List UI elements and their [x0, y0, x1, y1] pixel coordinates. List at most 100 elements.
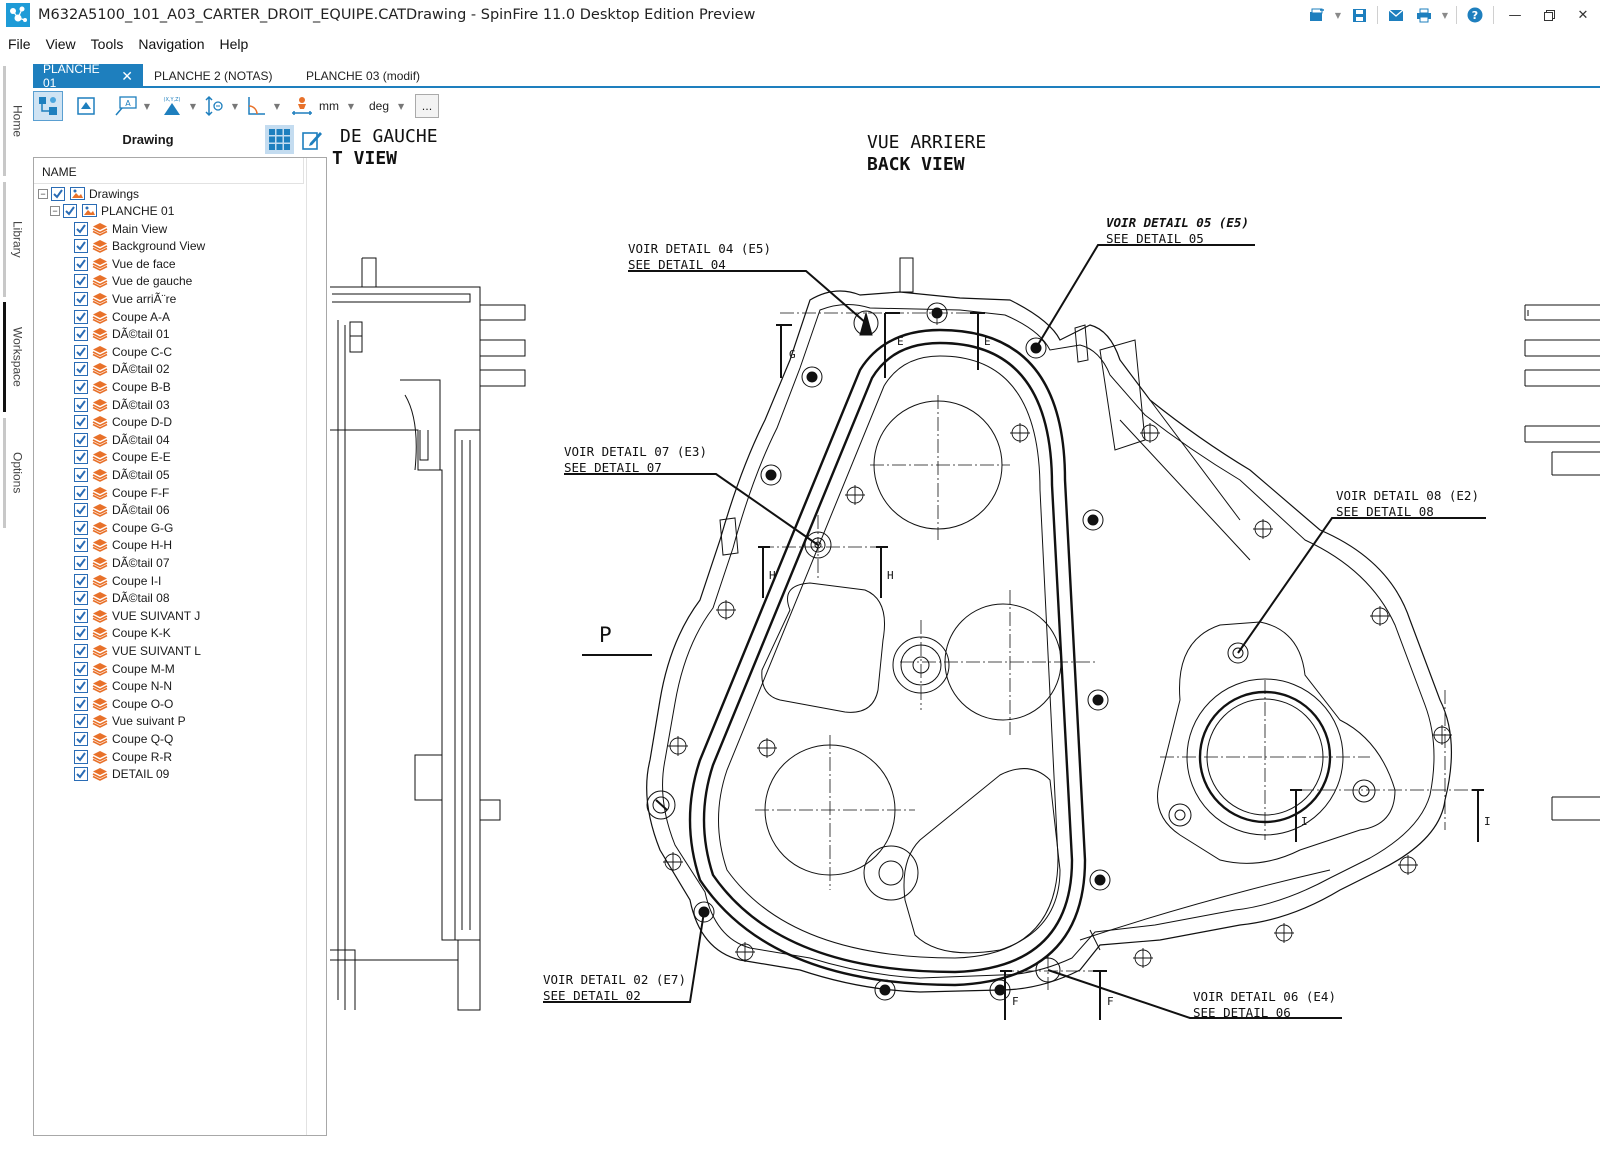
menu-view[interactable]: View [45, 36, 76, 52]
close-tab-icon[interactable]: ✕ [121, 67, 133, 84]
tab-planche-01[interactable]: PLANCHE 01 ✕ [33, 62, 143, 90]
tree-item-view[interactable]: DÃ©tail 06 [74, 502, 170, 519]
email-icon[interactable] [1382, 0, 1410, 30]
open-dropdown-chevron-icon[interactable]: ▼ [1334, 10, 1342, 20]
tree-item-view[interactable]: Coupe I-I [74, 572, 161, 589]
tab-planche-2-notas[interactable]: PLANCHE 2 (NOTAS) [154, 69, 273, 83]
checkbox[interactable] [74, 485, 88, 500]
restore-icon[interactable] [1532, 0, 1566, 30]
tree-column-header[interactable]: NAME [34, 158, 304, 184]
checkbox[interactable] [74, 327, 88, 342]
side-tab-options[interactable]: Options [3, 418, 29, 528]
tree-scrollbar[interactable] [306, 158, 326, 1135]
checkbox[interactable] [74, 256, 88, 271]
angle-measure-icon[interactable] [241, 91, 271, 121]
tree-item-view[interactable]: Coupe K-K [74, 625, 171, 642]
checkbox[interactable] [74, 309, 88, 324]
drawing-canvas[interactable]: DE GAUCHE T VIEW VUE ARRIERE BACK VIEW V… [329, 123, 1600, 1136]
tree-item-view[interactable]: DÃ©tail 08 [74, 590, 170, 607]
edit-icon[interactable] [299, 127, 325, 153]
checkbox[interactable] [74, 274, 88, 289]
tree-item-view[interactable]: Coupe R-R [74, 748, 172, 765]
checkbox[interactable] [74, 432, 88, 447]
checkbox[interactable] [74, 415, 88, 430]
more-options-button[interactable]: ... [415, 94, 440, 118]
tree-item-view[interactable]: Background View [74, 238, 205, 255]
checkbox[interactable] [74, 679, 88, 694]
checkbox[interactable] [74, 538, 88, 553]
open-file-icon[interactable] [1303, 0, 1331, 30]
tree-item-view[interactable]: Coupe E-E [74, 449, 171, 466]
tree-item-view[interactable]: Coupe C-C [74, 343, 172, 360]
tree-item-view[interactable]: Vue de face [74, 255, 176, 272]
checkbox[interactable] [74, 555, 88, 570]
checkbox[interactable] [74, 221, 88, 236]
tree-item-view[interactable]: Coupe B-B [74, 378, 171, 395]
save-icon[interactable] [1345, 0, 1373, 30]
menu-file[interactable]: File [8, 36, 31, 52]
checkbox[interactable] [74, 450, 88, 465]
distance-measure-icon[interactable] [199, 91, 229, 121]
checkbox[interactable] [74, 696, 88, 711]
checkbox[interactable] [74, 626, 88, 641]
tree-item-view[interactable]: Coupe A-A [74, 308, 170, 325]
checkbox[interactable] [74, 591, 88, 606]
checkbox[interactable] [74, 362, 88, 377]
tree-item-view[interactable]: VUE SUIVANT J [74, 607, 200, 624]
distance-dropdown-chevron-icon[interactable]: ▼ [231, 101, 239, 111]
help-icon[interactable]: ? [1461, 0, 1489, 30]
checkbox[interactable] [74, 643, 88, 658]
checkbox[interactable] [74, 239, 88, 254]
menu-help[interactable]: Help [219, 36, 249, 52]
tree-item-view[interactable]: DETAIL 09 [74, 766, 169, 783]
tree-item-view[interactable]: Coupe F-F [74, 484, 169, 501]
collapse-icon[interactable]: − [38, 188, 48, 199]
close-window-icon[interactable]: ✕ [1577, 7, 1589, 23]
checkbox[interactable] [74, 379, 88, 394]
checkbox[interactable] [74, 573, 88, 588]
tree-item-view[interactable]: DÃ©tail 07 [74, 554, 170, 571]
checkbox[interactable] [51, 186, 65, 201]
tree-item-view[interactable]: DÃ©tail 02 [74, 361, 170, 378]
tree-item-view[interactable]: Coupe H-H [74, 537, 172, 554]
checkbox[interactable] [74, 397, 88, 412]
print-dropdown-chevron-icon[interactable]: ▼ [1441, 10, 1449, 20]
checkbox[interactable] [74, 608, 88, 623]
tab-planche-03-modif[interactable]: PLANCHE 03 (modif) [306, 69, 421, 83]
minimize-icon[interactable]: — [1508, 7, 1522, 23]
checkbox[interactable] [74, 731, 88, 746]
angle-unit-chevron-icon[interactable]: ▼ [397, 101, 405, 111]
side-tab-library[interactable]: Library [3, 182, 29, 297]
checkbox[interactable] [74, 344, 88, 359]
angle-dropdown-chevron-icon[interactable]: ▼ [273, 101, 281, 111]
checkbox[interactable] [74, 503, 88, 518]
tree-item-view[interactable]: Coupe M-M [74, 660, 175, 677]
grid-view-icon[interactable] [265, 125, 294, 154]
tree-node-drawings[interactable]: −Drawings [38, 185, 139, 202]
tree-item-view[interactable]: Coupe D-D [74, 414, 172, 431]
checkbox[interactable] [74, 714, 88, 729]
angle-unit-select[interactable]: deg [369, 99, 390, 113]
side-tab-home[interactable]: Home [3, 66, 29, 176]
checkbox[interactable] [63, 203, 77, 218]
point-dropdown-chevron-icon[interactable]: ▼ [189, 101, 197, 111]
tree-item-view[interactable]: DÃ©tail 04 [74, 431, 170, 448]
print-icon[interactable] [1410, 0, 1438, 30]
tree-item-view[interactable]: Vue arriÃ¨re [74, 290, 176, 307]
model-tree-icon[interactable] [33, 91, 63, 121]
tree-item-view[interactable]: Main View [74, 220, 167, 237]
tree-item-view[interactable]: DÃ©tail 03 [74, 396, 170, 413]
tree-item-view[interactable]: Vue suivant P [74, 713, 186, 730]
tree-item-view[interactable]: Coupe Q-Q [74, 730, 173, 747]
tree-item-view[interactable]: Vue de gauche [74, 273, 192, 290]
tree-item-view[interactable]: VUE SUIVANT L [74, 642, 201, 659]
point-measure-icon[interactable]: (X,Y,Z) [157, 91, 187, 121]
checkbox[interactable] [74, 291, 88, 306]
collapse-icon[interactable]: − [50, 205, 60, 216]
view-cube-icon[interactable] [71, 91, 101, 121]
checkbox[interactable] [74, 520, 88, 535]
tree-node-sheet[interactable]: −PLANCHE 01 [50, 202, 174, 219]
tree-item-view[interactable]: Coupe O-O [74, 695, 173, 712]
side-tab-workspace[interactable]: Workspace [3, 302, 29, 412]
menu-navigation[interactable]: Navigation [138, 36, 205, 52]
